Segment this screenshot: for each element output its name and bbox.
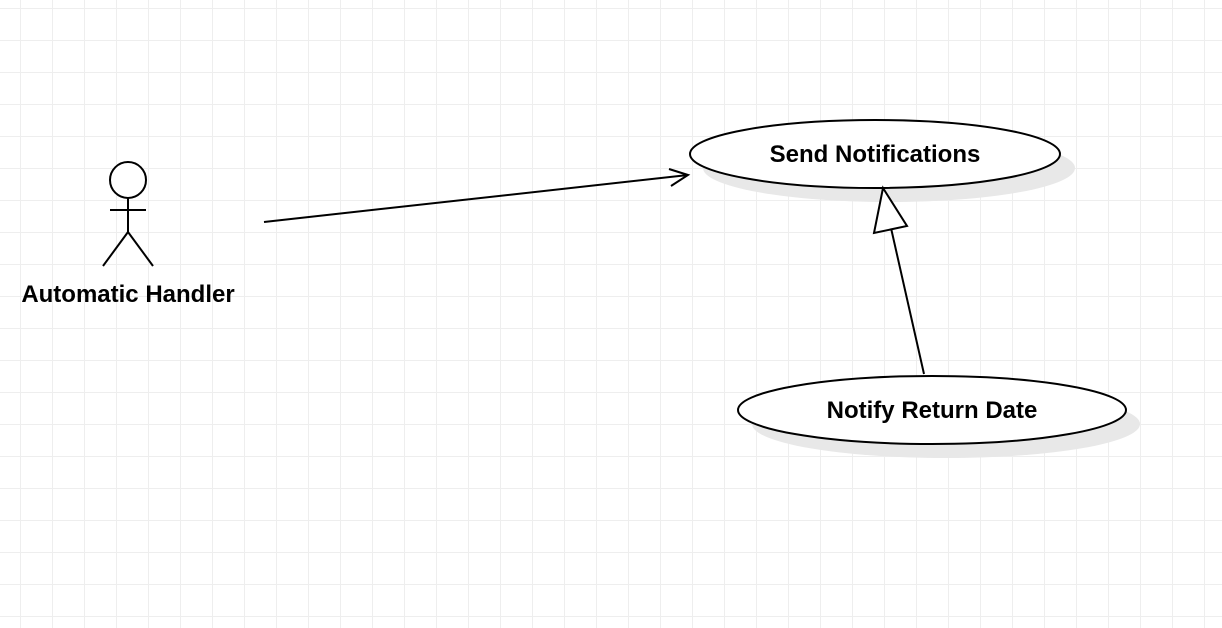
actor-label: Automatic Handler (21, 281, 234, 308)
generalization-arrowhead-icon (872, 185, 909, 235)
use-case-label: Send Notifications (770, 141, 981, 168)
actor-automatic-handler[interactable]: Automatic Handler (21, 161, 235, 308)
use-case-label: Notify Return Date (827, 397, 1038, 424)
association-line[interactable] (263, 168, 691, 223)
use-case-ellipse (689, 119, 1061, 189)
use-case-notify-return-date[interactable]: Notify Return Date (737, 375, 1140, 458)
generalization-line[interactable] (872, 185, 925, 375)
use-case-send-notifications[interactable]: Send Notifications (689, 119, 1075, 202)
actor-stick-figure-icon (102, 161, 154, 267)
use-case-ellipse (737, 375, 1127, 445)
